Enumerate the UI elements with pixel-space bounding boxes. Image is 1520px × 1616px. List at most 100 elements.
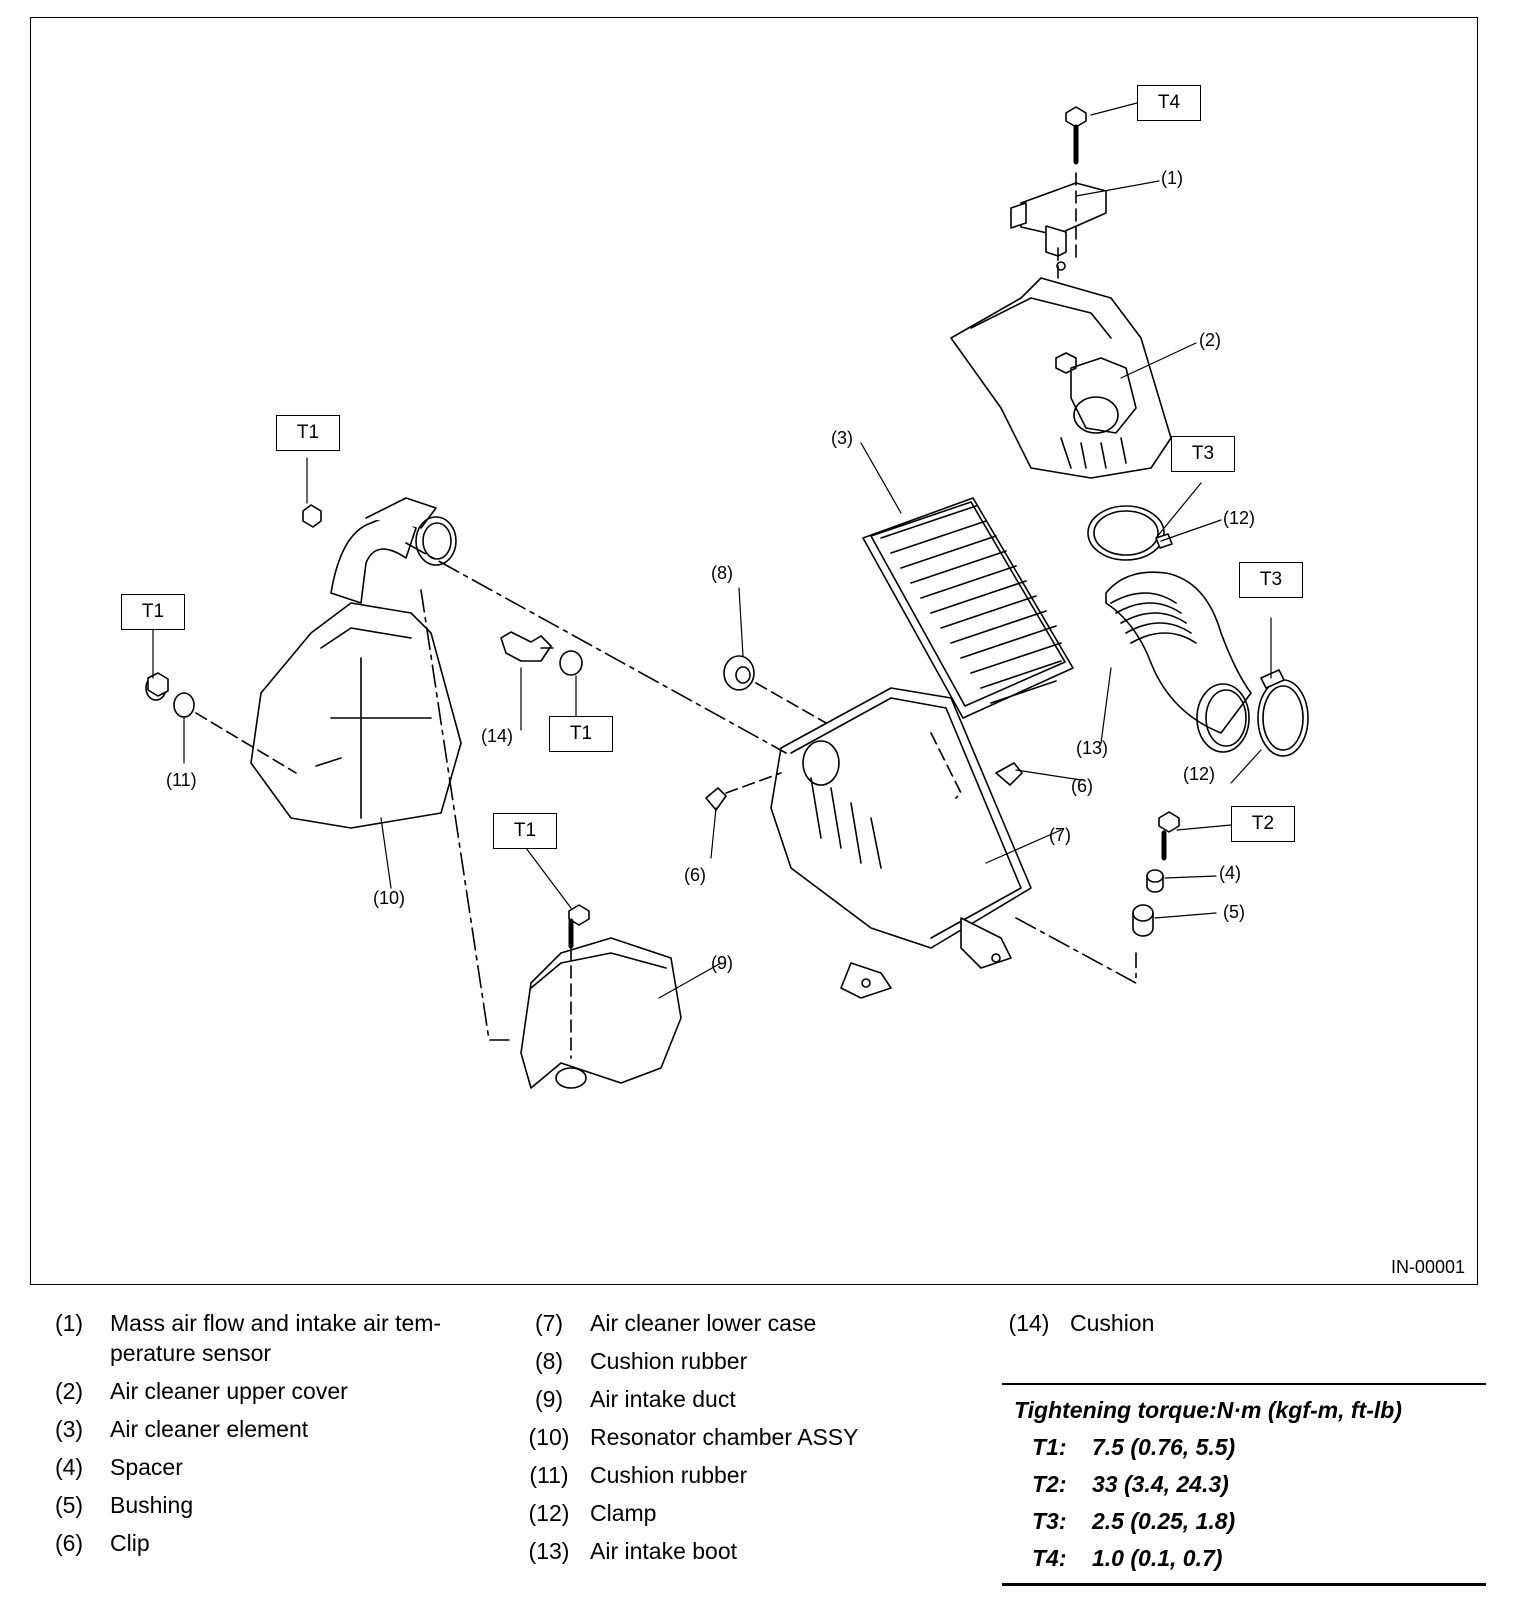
torque-box-t1: T1 <box>493 813 557 849</box>
legend-text: Clip <box>110 1530 150 1556</box>
torque-title: Tightening torque:N·m (kgf-m, ft-lb) <box>1014 1397 1402 1423</box>
torque-row: T1: 7.5 (0.76, 5.5) <box>1002 1429 1486 1466</box>
leader-lines <box>152 102 1272 999</box>
clip-parts <box>705 732 1023 811</box>
maf-sensor-part <box>1010 106 1107 359</box>
legend-num: (6) <box>54 1530 84 1556</box>
legend-item: (12) Clamp <box>520 1498 960 1528</box>
legend-text: Air cleaner lower case <box>590 1310 817 1336</box>
intake-duct-part <box>520 904 682 1089</box>
torque-table: Tightening torque:N·m (kgf-m, ft-lb) T1:… <box>1002 1383 1486 1586</box>
legend-text: Mass air flow and intake air tem- peratu… <box>110 1310 442 1366</box>
legend-item: (10) Resonator chamber ASSY <box>520 1422 960 1452</box>
upper-cover-part <box>950 277 1172 479</box>
torque-key: T2: <box>1032 1471 1067 1497</box>
torque-box-t3: T3 <box>1171 436 1235 472</box>
cushion-14-part <box>302 504 583 676</box>
torque-value: 2.5 (0.25, 1.8) <box>1092 1508 1236 1534</box>
callout-4: (4) <box>1219 863 1241 883</box>
callout-12: (12) <box>1183 764 1216 784</box>
callout-6: (6) <box>1071 776 1093 796</box>
legend-item: (13) Air intake boot <box>520 1536 960 1566</box>
callout-6: (6) <box>684 865 706 885</box>
torque-box-t1: T1 <box>549 716 613 752</box>
torque-box-t1: T1 <box>276 415 340 451</box>
legend-item: (4) Spacer <box>40 1452 480 1482</box>
torque-box-t3: T3 <box>1239 562 1303 598</box>
legend-num: (8) <box>534 1348 564 1374</box>
legend-item: (2) Air cleaner upper cover <box>40 1376 480 1406</box>
legend-text: Clamp <box>590 1500 657 1526</box>
legend-num: (12) <box>528 1500 570 1526</box>
torque-value: 33 (3.4, 24.3) <box>1092 1471 1229 1497</box>
legend-text: Air cleaner upper cover <box>110 1378 348 1404</box>
torque-row: T2: 33 (3.4, 24.3) <box>1002 1466 1486 1503</box>
clamp-upper-part <box>1087 505 1173 561</box>
callout-13: (13) <box>1076 738 1109 758</box>
legend-num: (3) <box>54 1416 84 1442</box>
diagram-drawing <box>145 102 1309 1089</box>
legend-column-3: (14) Cushion <box>1000 1308 1440 1346</box>
legend-column-1: (1) Mass air flow and intake air tem- per… <box>40 1308 480 1566</box>
torque-value: 7.5 (0.76, 5.5) <box>1092 1434 1236 1460</box>
legend-text: Spacer <box>110 1454 183 1480</box>
legend-num: (1) <box>54 1310 84 1336</box>
legend-num: (11) <box>529 1462 569 1488</box>
callout-11: (11) <box>166 770 197 790</box>
legend-num: (14) <box>1008 1310 1050 1336</box>
legend-item: (14) Cushion <box>1000 1308 1440 1338</box>
legend-text: Air intake boot <box>590 1538 738 1564</box>
callout-8: (8) <box>711 563 733 583</box>
cushion-rubber-8-part <box>723 655 827 724</box>
legend-item: (7) Air cleaner lower case <box>520 1308 960 1338</box>
legend-num: (10) <box>528 1424 570 1450</box>
legend-text: Cushion <box>1070 1310 1155 1336</box>
torque-key: T1: <box>1032 1434 1067 1460</box>
torque-box-t4: T4 <box>1137 85 1201 121</box>
legend-text: Resonator chamber ASSY <box>590 1424 859 1450</box>
legend-text: Bushing <box>110 1492 194 1518</box>
legend-num: (7) <box>534 1310 564 1336</box>
callout-14: (14) <box>481 726 514 746</box>
torque-row: T4: 1.0 (0.1, 0.7) <box>1002 1540 1486 1577</box>
legend-text: Cushion rubber <box>590 1462 748 1488</box>
clamp-lower-part <box>1257 669 1309 757</box>
resonator-part <box>145 497 787 1041</box>
legend-item: (6) Clip <box>40 1528 480 1558</box>
exploded-diagram: T4 T1 T1 T1 T1 T3 T3 T2 (1) (2) (3) (12)… <box>30 17 1478 1285</box>
legend-item: (11) Cushion rubber <box>520 1460 960 1490</box>
callout-5: (5) <box>1223 902 1245 922</box>
callout-12: (12) <box>1223 508 1256 528</box>
legend-num: (4) <box>54 1454 84 1480</box>
legend-item: (9) Air intake duct <box>520 1384 960 1414</box>
legend-item: (3) Air cleaner element <box>40 1414 480 1444</box>
torque-row: T3: 2.5 (0.25, 1.8) <box>1002 1503 1486 1540</box>
callout-9: (9) <box>711 953 733 973</box>
torque-key: T3: <box>1032 1508 1067 1534</box>
legend-text: Air cleaner element <box>110 1416 309 1442</box>
intake-boot-part <box>1105 571 1252 753</box>
callout-10: (10) <box>373 888 406 908</box>
callout-7: (7) <box>1049 825 1071 845</box>
element-part <box>862 497 1074 719</box>
callout-3: (3) <box>831 428 853 448</box>
torque-box-t1: T1 <box>121 594 185 630</box>
callout-2: (2) <box>1199 330 1221 350</box>
lower-case-part <box>770 687 1032 999</box>
legend-num: (2) <box>54 1378 84 1404</box>
spacer-bushing-part <box>1015 811 1180 984</box>
legend-item: (1) Mass air flow and intake air tem- per… <box>40 1308 480 1368</box>
legend-num: (13) <box>528 1538 570 1564</box>
torque-value: 1.0 (0.1, 0.7) <box>1092 1545 1223 1571</box>
figure-id: IN-00001 <box>1390 1257 1465 1277</box>
torque-key: T4: <box>1032 1545 1067 1571</box>
callout-1: (1) <box>1161 168 1183 188</box>
legend-num: (9) <box>534 1386 564 1412</box>
legend-item: (8) Cushion rubber <box>520 1346 960 1376</box>
legend-item: (5) Bushing <box>40 1490 480 1520</box>
torque-box-t2: T2 <box>1231 806 1295 842</box>
legend-column-2: (7) Air cleaner lower case (8) Cushion rub… <box>520 1308 960 1574</box>
legend-text: Air intake duct <box>590 1386 736 1412</box>
legend-text: Cushion rubber <box>590 1348 748 1374</box>
legend-num: (5) <box>54 1492 84 1518</box>
